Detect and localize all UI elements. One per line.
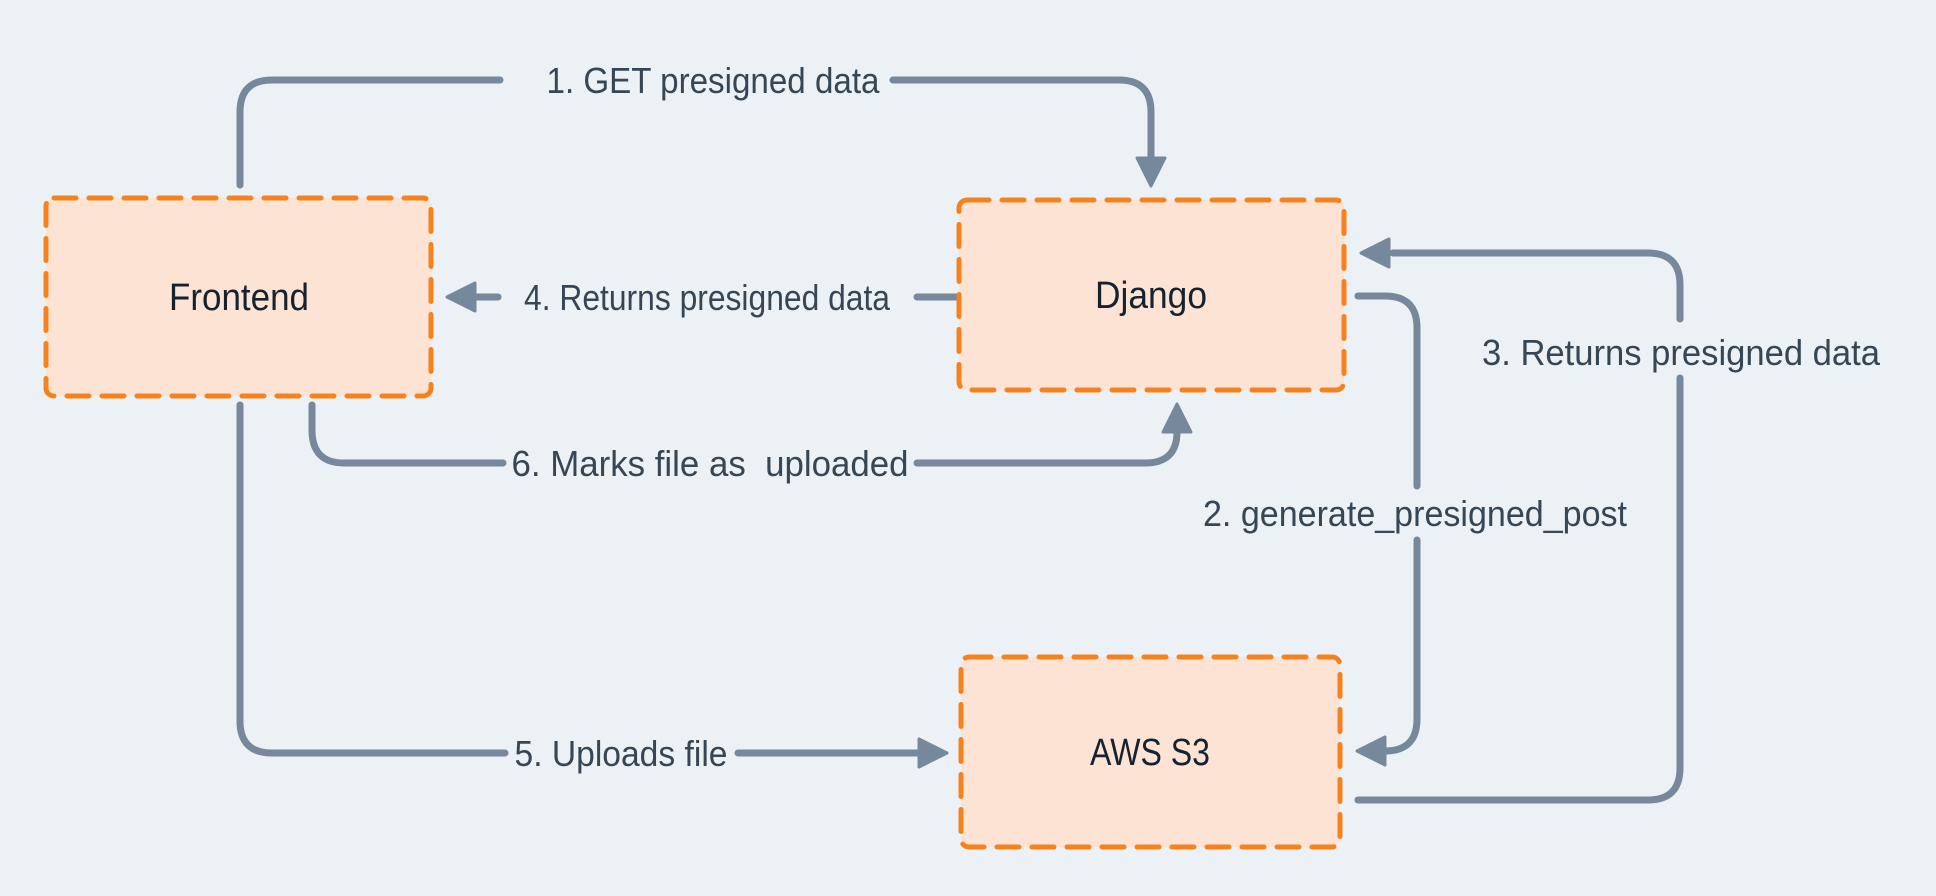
node-aws-s3-label: AWS S3 bbox=[1090, 732, 1210, 774]
node-frontend-label: Frontend bbox=[169, 277, 309, 319]
node-frontend: Frontend bbox=[43, 195, 434, 399]
edge-5-arrowhead-right-icon bbox=[917, 737, 949, 769]
edge-3-line-end bbox=[1389, 249, 1684, 323]
edge-2-label: 2. generate_presigned_post bbox=[1203, 493, 1627, 534]
edge-2-line-start bbox=[1354, 292, 1421, 490]
edge-1-label: 1. GET presigned data bbox=[547, 60, 881, 101]
edge-4-returns-presigned-data: 4. Returns presigned data bbox=[445, 277, 961, 318]
node-aws-s3-box bbox=[958, 654, 1343, 850]
edge-3-arrowhead-left-icon bbox=[1359, 237, 1391, 269]
node-django-box bbox=[956, 197, 1347, 393]
edge-4-label: 4. Returns presigned data bbox=[524, 277, 891, 318]
edge-5-line-start bbox=[236, 401, 509, 757]
edge-5-label: 5. Uploads file bbox=[515, 733, 728, 774]
edge-1-line-end bbox=[889, 76, 1155, 162]
edge-6-marks-file-uploaded: 6. Marks file as uploaded bbox=[308, 401, 1193, 484]
edge-3-line-start bbox=[1354, 374, 1684, 804]
node-frontend-box bbox=[43, 195, 434, 399]
edge-6-line-end bbox=[913, 428, 1181, 467]
node-aws-s3: AWS S3 bbox=[958, 654, 1343, 850]
edge-6-label: 6. Marks file as uploaded bbox=[512, 443, 909, 484]
edge-2-line-end bbox=[1381, 536, 1421, 755]
edge-6-line-start bbox=[308, 401, 507, 467]
edge-1-line-start bbox=[236, 76, 504, 189]
edge-1-arrowhead-down-icon bbox=[1135, 156, 1167, 188]
edge-2-generate-presigned-post: 2. generate_presigned_post bbox=[1203, 292, 1627, 767]
edge-5-uploads-file: 5. Uploads file bbox=[236, 401, 949, 774]
edge-3-returns-presigned-data: 3. Returns presigned data bbox=[1354, 237, 1881, 804]
node-django: Django bbox=[956, 197, 1347, 393]
edge-4-arrowhead-left-icon bbox=[445, 281, 477, 313]
node-django-label: Django bbox=[1095, 275, 1207, 317]
edge-1-get-presigned-data: 1. GET presigned data bbox=[236, 60, 1167, 189]
edge-2-arrowhead-left-icon bbox=[1355, 735, 1387, 767]
edge-6-arrowhead-up-icon bbox=[1161, 402, 1193, 434]
edge-3-label: 3. Returns presigned data bbox=[1482, 332, 1881, 373]
